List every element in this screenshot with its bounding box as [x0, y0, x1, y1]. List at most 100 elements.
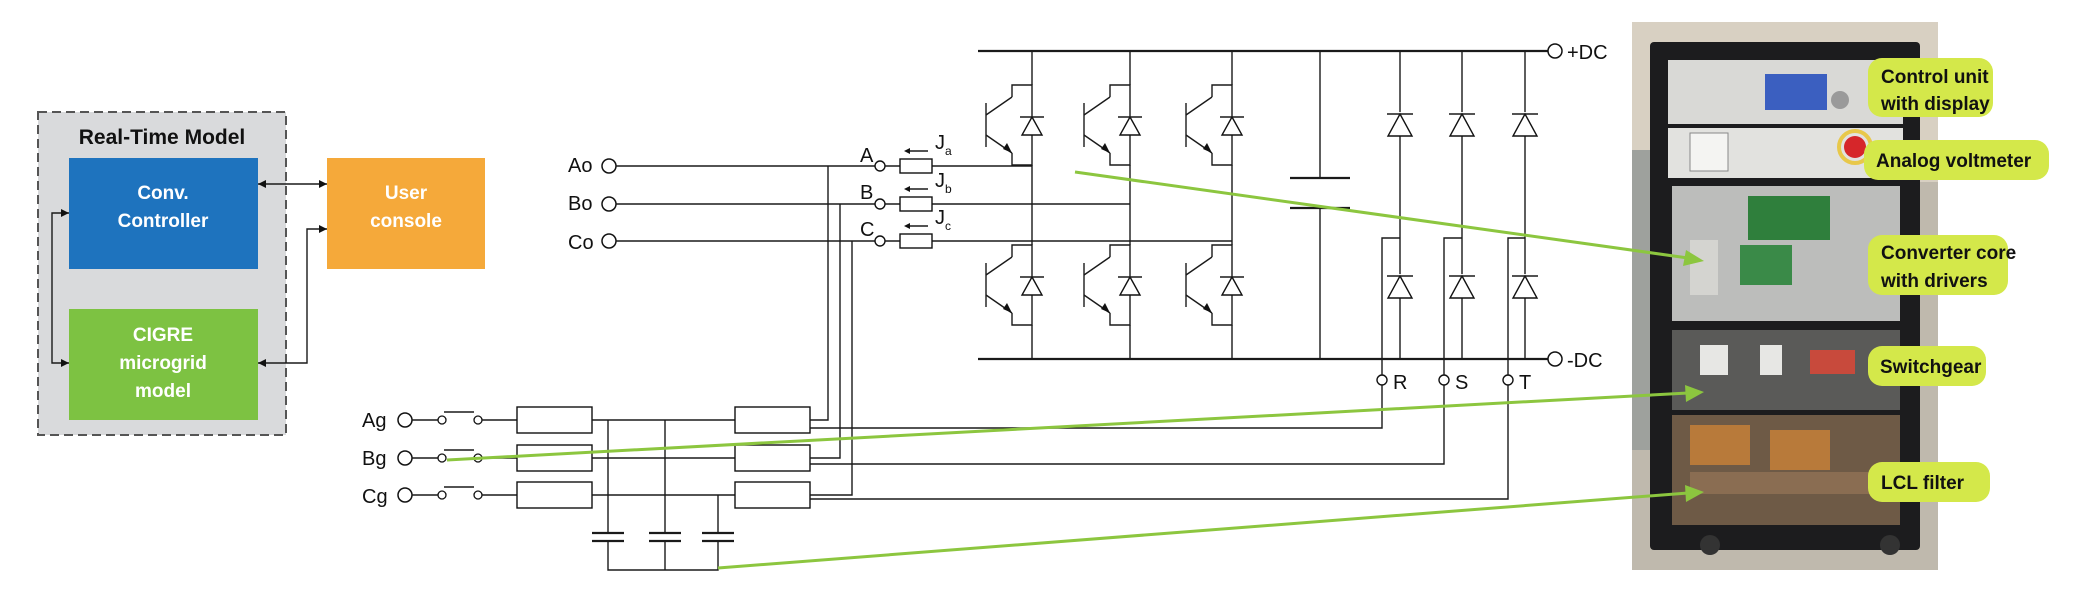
callout-switchgear-line1: Switchgear: [1880, 357, 1982, 378]
igbt-collector-emitter: [1083, 256, 1111, 314]
igbt-bridge: [985, 51, 1244, 359]
converter-inductor-a: [734, 406, 811, 434]
lcl-inductor: [1690, 425, 1750, 465]
switch-leads: [412, 419, 438, 496]
capacitor-star-point: [607, 541, 719, 571]
link-arrowhead: [258, 359, 266, 367]
callout-converter-core-bg: [1868, 235, 2008, 295]
driver-board-2: [1740, 245, 1792, 285]
user-console-box: [327, 158, 485, 269]
rectifier-label-r: R: [1393, 372, 1407, 394]
conv-controller-box: [69, 158, 258, 269]
link-arrowhead: [319, 225, 327, 233]
node-a: [874, 160, 886, 172]
freewheel-diode: [1020, 275, 1044, 296]
rectifier-label-s: S: [1455, 372, 1468, 394]
grid-to-t-wire: [810, 385, 1509, 500]
dc-minus-label: -DC: [1567, 350, 1603, 372]
switchgear-contactor: [1810, 350, 1855, 374]
current-sensor-c: [899, 233, 933, 249]
freewheel-diode: [1118, 115, 1142, 136]
link-arrowhead: [61, 359, 69, 367]
converter-phase-wires: [616, 165, 875, 242]
cabinet-wheel: [1700, 535, 1720, 555]
callout-switchgear-bg: [1868, 346, 1986, 386]
converter-terminals: Ao Bo Co A B C Ja Jb Jc: [568, 132, 1212, 254]
igbt-emitter-arrow: [1203, 303, 1212, 313]
rectifier-diode: [1448, 112, 1476, 137]
converter-module: [1690, 240, 1718, 295]
current-arrowhead: [904, 148, 910, 154]
callout-control-unit-bg: [1868, 58, 1993, 117]
callout-voltmeter-bg: [1864, 140, 2049, 180]
realtime-model-block: Real-Time Model Conv. Controller CIGRE m…: [37, 111, 287, 436]
cigre-model-line2: microgrid: [119, 353, 207, 374]
igbt-emitter-arrow: [1101, 143, 1110, 153]
switchgear-pointer: [446, 391, 1689, 462]
callout-converter-core-line2: with drivers: [1880, 271, 1988, 292]
lcl-filter-pointer: [717, 491, 1689, 570]
pointer-arrowhead: [1683, 250, 1704, 266]
switch-contact: [437, 415, 447, 425]
analog-voltmeter: [1689, 132, 1729, 172]
lcl-inductor: [1770, 430, 1830, 470]
node-label-a: A: [860, 145, 874, 167]
current-sensor-b: [899, 196, 933, 212]
dc-plus-label: +DC: [1567, 42, 1608, 64]
model-console-link: [258, 228, 327, 364]
filter-mid-wires: [592, 419, 735, 496]
filter-to-converter-wires: [810, 166, 853, 496]
node-b: [874, 198, 886, 210]
grid-inductor-a: [516, 406, 593, 434]
rectifier-diode: [1511, 112, 1539, 137]
freewheel-diode: [1118, 275, 1142, 296]
igbt-emitter-arrow: [1101, 303, 1110, 313]
terminal-cg: [397, 487, 413, 503]
terminal-ao: [601, 158, 617, 174]
terminal-co: [601, 233, 617, 249]
dc-minus-terminal: [1547, 351, 1563, 367]
igbt-collector-emitter: [1185, 96, 1213, 154]
grid-side: Ag Bg Cg: [362, 166, 1509, 571]
control-knob: [1831, 91, 1849, 109]
terminal-label-cg: Cg: [362, 486, 388, 508]
converter-inductor-c: [734, 481, 811, 509]
dc-bus: +DC -DC: [978, 42, 1608, 372]
terminal-label-bg: Bg: [362, 448, 386, 470]
current-arrowhead: [904, 186, 910, 192]
igbt-emitter-arrow: [1203, 143, 1212, 153]
capacitor-tap-wires: [607, 420, 719, 533]
terminal-label-ao: Ao: [568, 155, 592, 177]
igbt-collector-emitter: [1083, 96, 1111, 154]
node-c: [874, 235, 886, 247]
realtime-model-title: Real-Time Model: [79, 126, 245, 149]
igbt-collector-emitter: [1185, 256, 1213, 314]
link-arrowhead: [258, 180, 266, 188]
rectifier-input-r: [1376, 374, 1388, 386]
cigre-model-line3: model: [135, 381, 191, 402]
filter-capacitors: [592, 531, 734, 543]
callout-voltmeter-line1: Analog voltmeter: [1876, 151, 2032, 172]
current-arrowhead: [904, 223, 910, 229]
igbt-emitter-arrow: [1003, 303, 1012, 313]
igbt-collector-emitter: [985, 96, 1013, 154]
rectifier-diode: [1511, 274, 1539, 299]
converter-core-pointer: [1074, 170, 1689, 260]
switch-contact: [437, 453, 447, 463]
pointer-arrowhead: [1685, 485, 1704, 502]
rectifier-input-s: [1438, 374, 1450, 386]
conv-controller-line2: Controller: [118, 211, 209, 232]
link-arrowhead: [319, 180, 327, 188]
switch-contact: [437, 490, 447, 500]
callout-control-unit-line2: with display: [1880, 94, 1990, 115]
converter-inductor-b: [734, 444, 811, 472]
rectifier-input-t: [1502, 374, 1514, 386]
switchgear-breaker: [1760, 345, 1782, 375]
control-unit-display: [1765, 74, 1827, 110]
driver-board: [1748, 196, 1830, 240]
cabinet-wheel: [1880, 535, 1900, 555]
grid-to-s-wire: [810, 385, 1445, 465]
switch-contact: [473, 415, 483, 425]
igbt-collector-emitter: [985, 256, 1013, 314]
